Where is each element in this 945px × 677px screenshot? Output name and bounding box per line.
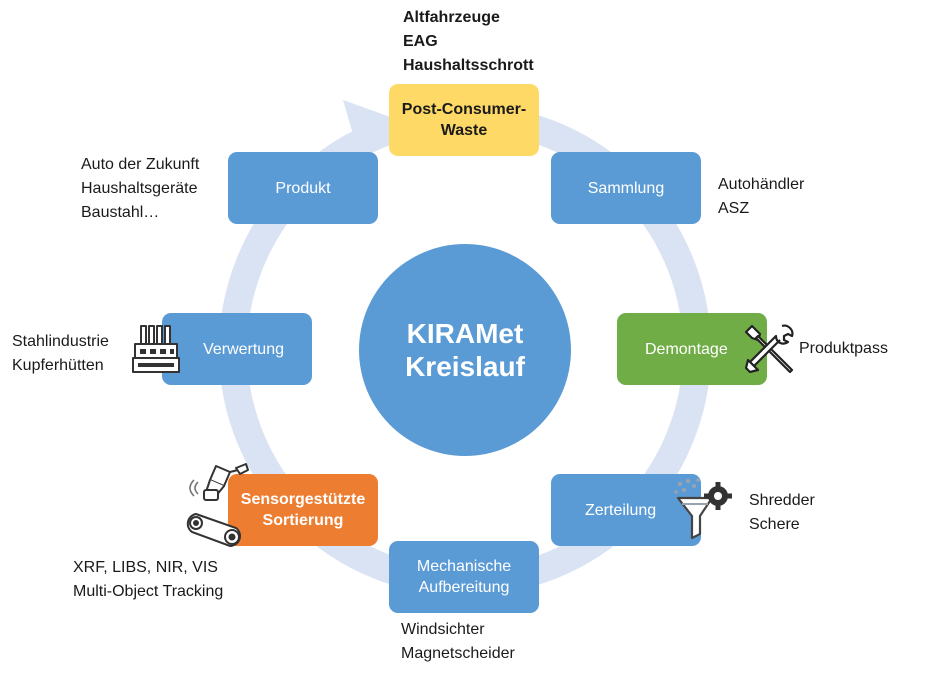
annotation-line: Altfahrzeuge	[403, 9, 500, 26]
node-verwertung[interactable]: Verwertung	[162, 313, 312, 385]
node-mechanische-aufbereitung[interactable]: Mechanische Aufbereitung	[389, 541, 539, 613]
annotation-line: Stahlindustrie	[12, 333, 109, 350]
node-sammlung-label: Sammlung	[587, 179, 665, 197]
node-post-consumer-line1: Post-Consumer-	[401, 101, 527, 118]
annotation-line: Kupferhütten	[12, 357, 104, 374]
annotation-line: Haushaltsgeräte	[81, 180, 198, 197]
annotation-post-consumer: Altfahrzeuge EAG Haushaltsschrott	[403, 6, 534, 78]
annotation-line: ASZ	[718, 200, 750, 217]
center-title-line2: Kreislauf	[405, 351, 525, 382]
node-mechanische-line1: Mechanische	[416, 558, 512, 575]
annotation-produkt: Auto der Zukunft Haushaltsgeräte Baustah…	[81, 153, 199, 225]
annotation-line: Autohändler	[718, 176, 805, 193]
annotation-line: XRF, LIBS, NIR, VIS	[73, 559, 218, 576]
node-demontage-label: Demontage	[645, 340, 728, 358]
annotation-zerteilung: Shredder Schere	[749, 489, 815, 537]
annotation-line: Schere	[749, 516, 800, 533]
annotation-line: Produktpass	[799, 340, 888, 357]
annotation-sortierung: XRF, LIBS, NIR, VIS Multi-Object Trackin…	[73, 556, 223, 604]
center-title-line1: KIRAMet	[406, 318, 524, 349]
funnel-gear-icon	[674, 478, 732, 540]
annotation-demontage: Produktpass	[799, 337, 888, 361]
annotation-sammlung: Autohändler ASZ	[718, 173, 804, 221]
node-produkt-label: Produkt	[275, 179, 331, 197]
annotation-verwertung: Stahlindustrie Kupferhütten	[12, 330, 109, 378]
annotation-line: Auto der Zukunft	[81, 156, 200, 173]
annotation-line: Haushaltsschrott	[403, 57, 534, 74]
node-zerteilung[interactable]: Zerteilung	[551, 474, 701, 546]
node-demontage[interactable]: Demontage	[617, 313, 767, 385]
node-produkt[interactable]: Produkt	[228, 152, 378, 224]
node-mechanische-line2: Aufbereitung	[418, 579, 510, 596]
annotation-line: Magnetscheider	[401, 645, 515, 662]
sorting-robot-conveyor-icon	[186, 463, 249, 548]
node-post-consumer-line2: Waste	[440, 122, 488, 139]
node-verwertung-label: Verwertung	[203, 340, 284, 358]
annotation-line: Baustahl…	[81, 204, 160, 221]
annotation-line: Shredder	[749, 492, 815, 509]
node-post-consumer-waste[interactable]: Post-Consumer- Waste	[389, 84, 539, 156]
node-sortierung-line2: Sortierung	[262, 512, 344, 529]
annotation-line: Multi-Object Tracking	[73, 583, 224, 600]
node-sammlung[interactable]: Sammlung	[551, 152, 701, 224]
factory-icon	[132, 325, 180, 373]
annotation-mechanische: Windsichter Magnetscheider	[401, 618, 515, 666]
annotation-line: Windsichter	[401, 621, 485, 638]
node-zerteilung-label: Zerteilung	[585, 501, 657, 519]
node-sensorgestuetzte-sortierung[interactable]: Sensorgestützte Sortierung	[228, 474, 378, 546]
node-sortierung-line1: Sensorgestützte	[240, 491, 366, 508]
annotation-line: EAG	[403, 33, 438, 50]
wrench-screwdriver-icon	[744, 324, 794, 374]
center-circle: KIRAMet Kreislauf	[359, 244, 571, 456]
